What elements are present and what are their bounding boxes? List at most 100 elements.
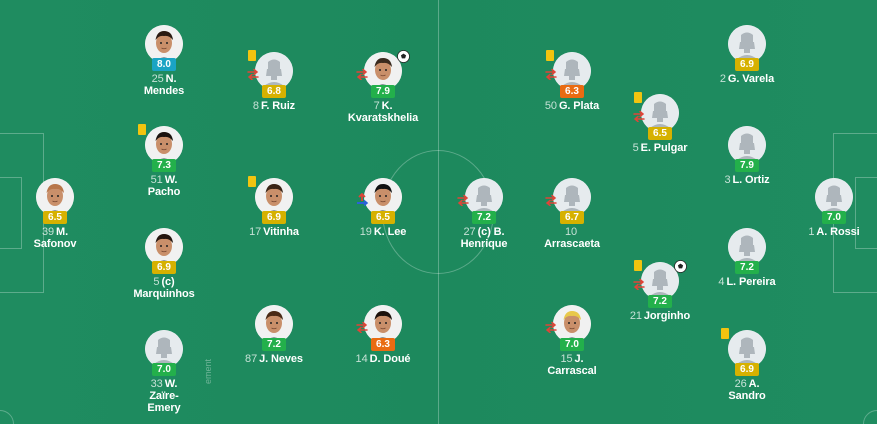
left-goal-box bbox=[0, 177, 22, 249]
shirt-number: 1 bbox=[808, 226, 815, 238]
player-photo: 7.9 bbox=[356, 50, 410, 98]
player-photo: 6.5 bbox=[36, 178, 74, 224]
bottom-right-corner-arc bbox=[863, 410, 877, 424]
player-rating-badge: 7.2 bbox=[472, 211, 496, 224]
player-photo: 7.3 bbox=[138, 124, 183, 172]
shirt-number: 39 bbox=[41, 226, 54, 238]
player-silhouette-icon: 7.2 bbox=[457, 178, 503, 224]
shirt-number: 51 bbox=[150, 174, 163, 186]
shirt-number: 27 bbox=[463, 226, 476, 238]
player-silhouette-icon: 6.9 bbox=[728, 25, 766, 71]
player-name: Arrascaeta bbox=[544, 238, 600, 250]
shirt-number: 50 bbox=[544, 100, 557, 112]
player-name: M. Safonov bbox=[33, 226, 77, 250]
player-rating-badge: 6.3 bbox=[371, 338, 395, 351]
shirt-number: 5 bbox=[632, 142, 639, 154]
shirt-number: 33 bbox=[150, 378, 163, 390]
player-photo: 6.5 bbox=[357, 178, 402, 224]
substitution-icon bbox=[544, 67, 558, 81]
bottom-left-corner-arc bbox=[0, 410, 14, 424]
shirt-number: 17 bbox=[249, 226, 262, 238]
shirt-number: 15 bbox=[560, 353, 573, 365]
player-name: A. Rossi bbox=[816, 226, 860, 238]
shirt-number: 14 bbox=[355, 353, 368, 365]
player-name: G. Plata bbox=[558, 100, 600, 112]
shirt-number: 25 bbox=[151, 73, 164, 85]
player-name: E. Pulgar bbox=[640, 142, 688, 154]
away-player-card[interactable]: 7.2 27(c) B. Henrique bbox=[429, 178, 539, 250]
player-silhouette-icon: 7.9 bbox=[728, 126, 766, 172]
player-name: (c) B. Henrique bbox=[460, 226, 508, 250]
player-rating-badge: 7.2 bbox=[262, 338, 286, 351]
player-rating-badge: 7.3 bbox=[152, 159, 176, 172]
player-silhouette-icon: 7.0 bbox=[145, 330, 183, 376]
yellow-card-icon bbox=[721, 328, 729, 339]
shirt-number: 5 bbox=[153, 276, 160, 288]
substitution-icon bbox=[544, 320, 558, 334]
player-rating-badge: 6.9 bbox=[152, 261, 176, 274]
player-rating-badge: 6.9 bbox=[262, 211, 286, 224]
player-rating-badge: 7.0 bbox=[560, 338, 584, 351]
player-photo: 8.0 bbox=[145, 25, 183, 71]
player-rating-badge: 7.9 bbox=[371, 85, 395, 98]
player-rating-badge: 6.9 bbox=[735, 363, 759, 376]
assist-icon bbox=[355, 192, 369, 207]
yellow-card-icon bbox=[634, 92, 642, 103]
player-name: N. Mendes bbox=[143, 73, 185, 97]
shirt-number: 26 bbox=[734, 378, 747, 390]
player-rating-badge: 6.5 bbox=[43, 211, 67, 224]
shirt-number: 4 bbox=[718, 276, 725, 288]
yellow-card-icon bbox=[138, 124, 146, 135]
goal-ball-icon bbox=[674, 260, 687, 273]
watermark-text: ement bbox=[203, 358, 213, 384]
shirt-number: 87 bbox=[245, 353, 258, 365]
player-rating-badge: 7.9 bbox=[735, 159, 759, 172]
player-name: K. Lee bbox=[373, 226, 407, 238]
yellow-card-icon bbox=[634, 260, 642, 271]
player-silhouette-icon: 6.9 bbox=[721, 328, 766, 376]
substitution-icon bbox=[456, 193, 470, 207]
player-silhouette-icon: 6.7 bbox=[545, 178, 591, 224]
player-name: J. Neves bbox=[259, 353, 303, 365]
substitution-icon bbox=[632, 109, 646, 123]
shirt-number: 21 bbox=[629, 310, 642, 322]
substitution-icon bbox=[246, 67, 260, 81]
player-name: W. Pacho bbox=[147, 174, 181, 198]
player-photo: 6.9 bbox=[145, 228, 183, 274]
goal-ball-icon bbox=[397, 50, 410, 63]
shirt-number: 7 bbox=[373, 100, 380, 112]
player-photo: 6.3 bbox=[356, 305, 402, 351]
substitution-icon bbox=[632, 277, 646, 291]
player-name: L. Pereira bbox=[726, 276, 776, 288]
